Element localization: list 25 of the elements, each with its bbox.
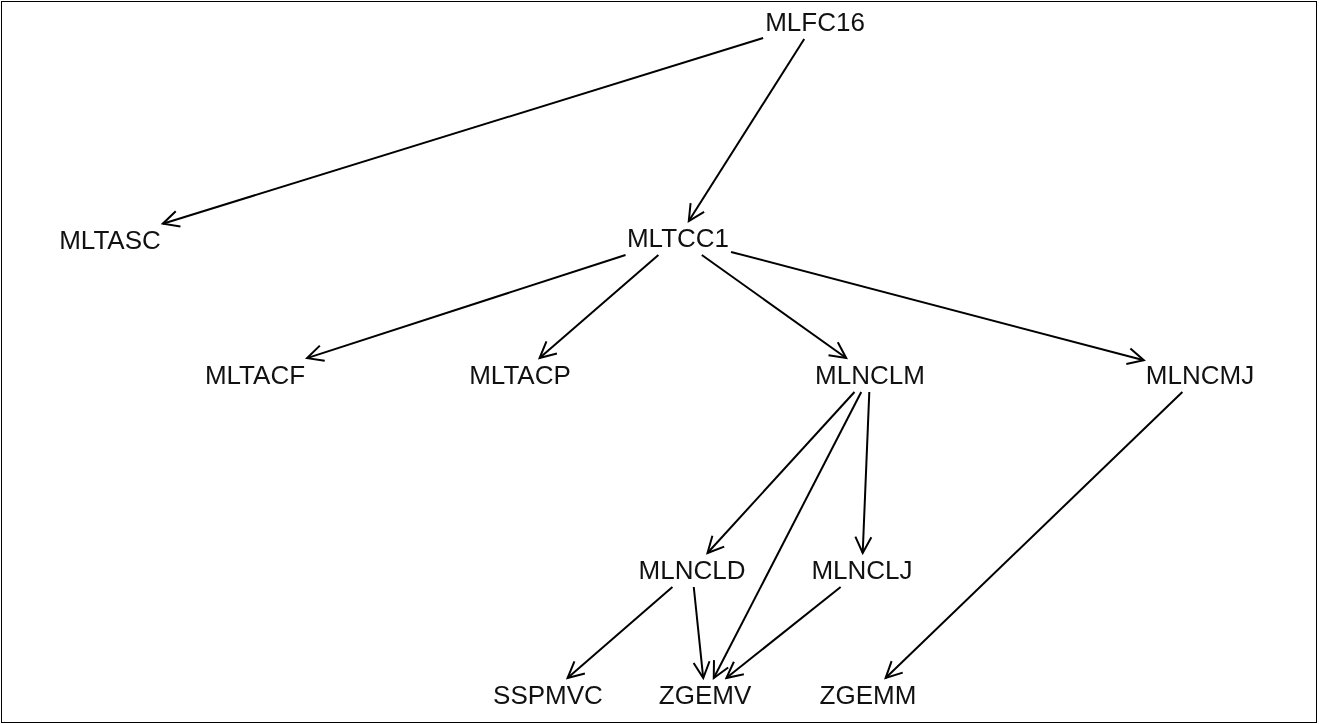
arrow (725, 586, 842, 679)
arrow (700, 254, 848, 359)
arrow (687, 38, 806, 222)
arrow (306, 254, 627, 362)
node-label: MLTCC1 (626, 223, 730, 253)
node-label: MLTASC (59, 225, 161, 255)
node-label: MLFC16 (765, 7, 865, 37)
node-label: MLTACF (204, 360, 306, 390)
arrow (854, 391, 873, 554)
arrow (712, 391, 863, 679)
node-label: MLNCMJ (1145, 360, 1255, 390)
arrow (538, 254, 660, 359)
node-label: ZGEMM (819, 680, 917, 710)
node-label: SSPMVC (493, 680, 603, 710)
arrow (706, 391, 856, 554)
arrow (566, 586, 674, 679)
node-label: MLNCLD (638, 555, 746, 585)
node-label: MLNCLJ (811, 555, 913, 585)
node-label: MLNCLM (815, 360, 925, 390)
node-label: MLTACP (469, 360, 571, 390)
arrow (730, 250, 1145, 365)
arrow (161, 37, 765, 228)
arrow (884, 391, 1184, 679)
node-label: ZGEMV (658, 680, 752, 710)
arrow (692, 586, 711, 679)
